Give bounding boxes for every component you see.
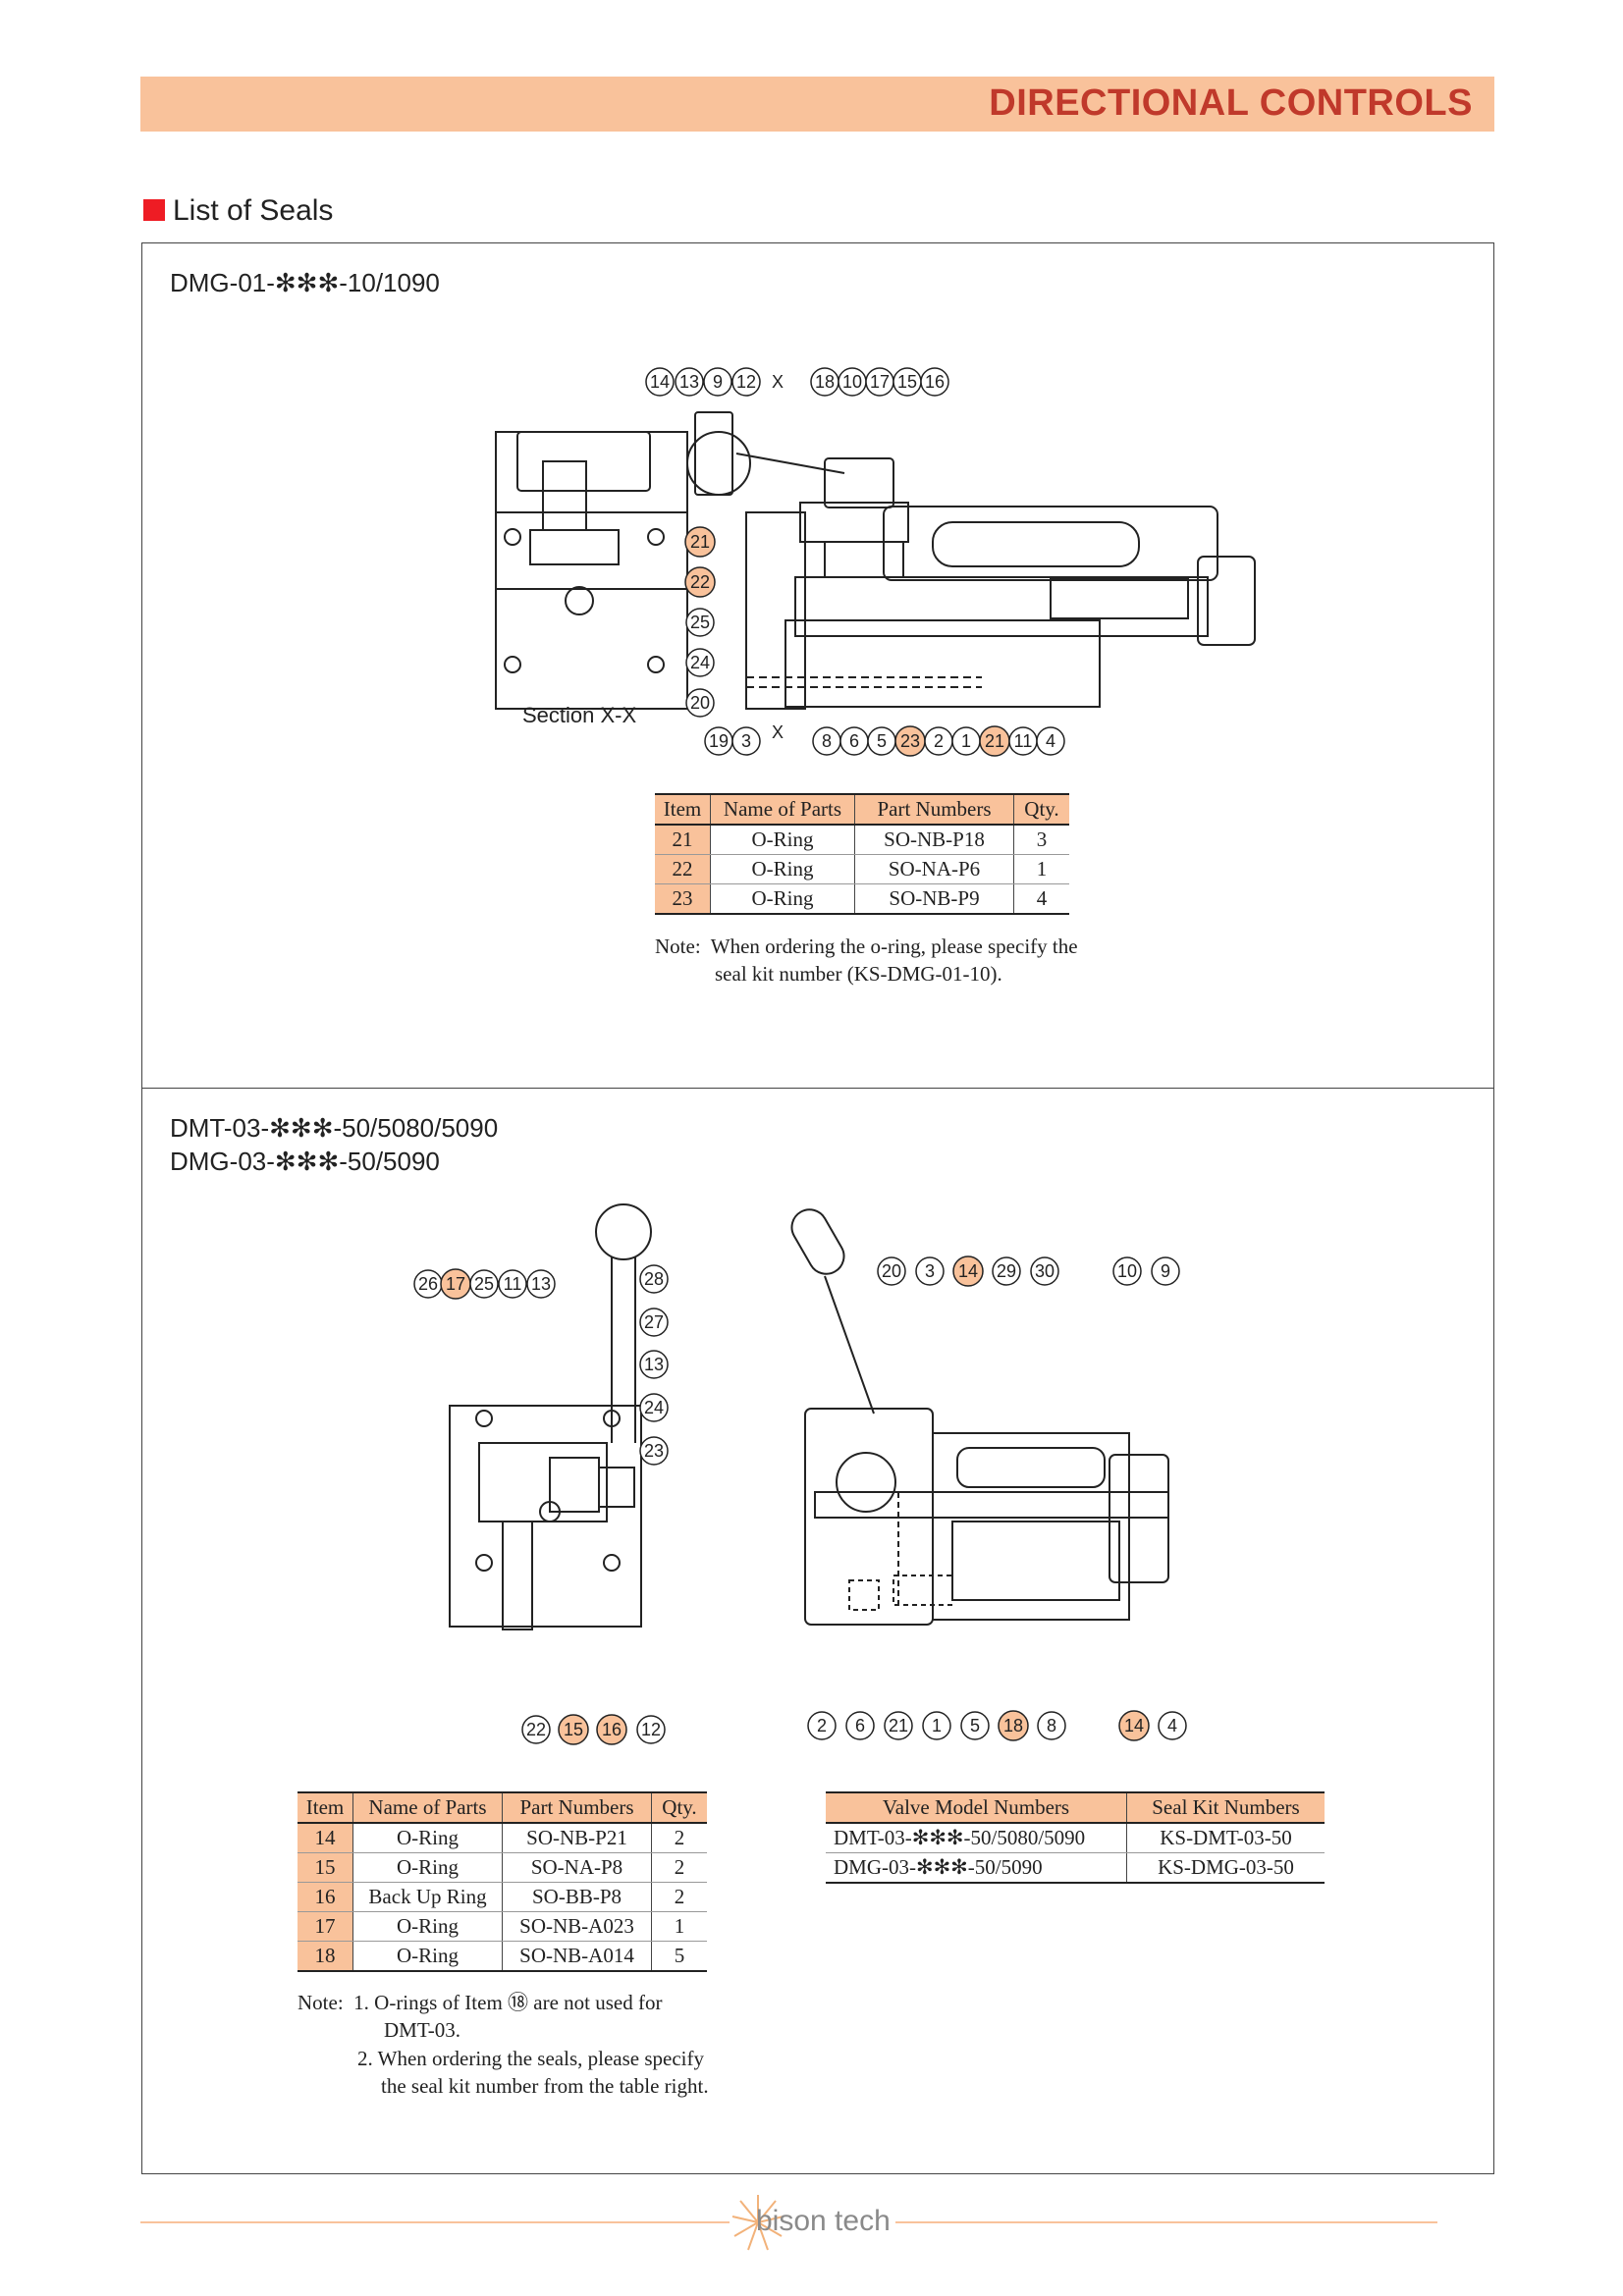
callout-26: 26: [418, 1274, 438, 1294]
callout-6: 6: [849, 731, 859, 751]
callout-11: 11: [504, 1274, 522, 1294]
table-row: DMG-03-✻✻✻-50/5090 KS-DMG-03-50: [826, 1852, 1325, 1884]
callout-16: 16: [602, 1720, 622, 1739]
callout-23: 23: [644, 1441, 664, 1461]
bullet-square-icon: [143, 199, 165, 221]
table-row: DMT-03-✻✻✻-50/5080/5090 KS-DMT-03-50: [826, 1823, 1325, 1853]
callout-28: 28: [644, 1269, 664, 1289]
table-row: 23 O-Ring SO-NB-P9 4: [655, 883, 1069, 915]
callout-12: 12: [736, 372, 756, 392]
col-valve-model: Valve Model Numbers: [826, 1791, 1127, 1824]
col-item: Item: [655, 793, 711, 826]
callout-13: 13: [531, 1274, 551, 1294]
callout-29: 29: [997, 1261, 1016, 1281]
sunburst-icon: [731, 2195, 784, 2251]
callout-30: 30: [1035, 1261, 1055, 1281]
callout-23: 23: [900, 731, 920, 751]
callout-18: 18: [815, 372, 835, 392]
callout-9: 9: [1161, 1261, 1170, 1281]
callout-24: 24: [644, 1398, 664, 1417]
callout-14: 14: [650, 372, 670, 392]
callout-19: 19: [709, 731, 729, 751]
callout-13b: 13: [644, 1355, 664, 1374]
callout-14-top: 14: [958, 1261, 978, 1281]
callout-18: 18: [1003, 1716, 1023, 1735]
callout-20: 20: [882, 1261, 901, 1281]
section-xx-label: Section X-X: [522, 703, 637, 727]
model-dmg-01: DMG-01-✻✻✻-10/1090: [170, 268, 440, 297]
table-row: 17 O-Ring SO-NB-A023 1: [298, 1911, 707, 1942]
seal-table-dmg-01: Item Name of Parts Part Numbers Qty. 21 …: [655, 793, 1069, 915]
section-heading: List of Seals: [143, 194, 333, 228]
callout-17: 17: [446, 1274, 465, 1294]
callout-4: 4: [1167, 1716, 1177, 1735]
col-item: Item: [298, 1791, 353, 1824]
callout-12: 12: [641, 1720, 661, 1739]
callout-1: 1: [932, 1716, 942, 1735]
footer-rule-left: [140, 2221, 730, 2223]
table-row: 15 O-Ring SO-NA-P8 2: [298, 1852, 707, 1883]
callout-10: 10: [842, 372, 862, 392]
callout-21-bottom: 21: [985, 731, 1004, 751]
dmt-dmg-03-cross-section-drawing: 26 17 25 11 13 28 27 13 24 23 22 15 16 1…: [413, 1203, 1187, 1745]
callout-1: 1: [961, 731, 971, 751]
callout-22: 22: [690, 572, 710, 592]
table-row: 14 O-Ring SO-NB-P21 2: [298, 1823, 707, 1853]
seal-table-dmt-03: Item Name of Parts Part Numbers Qty. 14 …: [298, 1791, 707, 1972]
callout-15: 15: [564, 1720, 583, 1739]
callout-2: 2: [934, 731, 944, 751]
content-frame: [141, 242, 1494, 2174]
callout-21-side: 21: [690, 532, 710, 552]
callout-16: 16: [925, 372, 945, 392]
callout-25: 25: [690, 613, 710, 632]
col-seal-kit: Seal Kit Numbers: [1126, 1791, 1325, 1824]
callout-25: 25: [474, 1274, 494, 1294]
section-divider: [141, 1088, 1494, 1089]
callout-8: 8: [822, 731, 832, 751]
col-name: Name of Parts: [710, 793, 855, 826]
callout-21: 21: [889, 1716, 908, 1735]
callout-8: 8: [1047, 1716, 1056, 1735]
callout-14-bottom: 14: [1124, 1716, 1144, 1735]
callout-20: 20: [690, 693, 710, 713]
callout-3: 3: [741, 731, 751, 751]
seal-kit-table: Valve Model Numbers Seal Kit Numbers DMT…: [826, 1791, 1325, 1884]
col-qty: Qty.: [1013, 793, 1069, 826]
callout-10: 10: [1117, 1261, 1137, 1281]
callout-5: 5: [877, 731, 887, 751]
callout-15: 15: [897, 372, 917, 392]
footer-rule-right: [895, 2221, 1437, 2223]
col-part: Part Numbers: [502, 1791, 652, 1824]
callout-24: 24: [690, 653, 710, 672]
section-title: List of Seals: [173, 194, 334, 227]
callout-27: 27: [644, 1312, 664, 1332]
callout-3: 3: [925, 1261, 935, 1281]
callout-13: 13: [679, 372, 699, 392]
callout-6: 6: [855, 1716, 865, 1735]
bisontech-logo: bison tech: [729, 2191, 895, 2254]
logo-text: bison tech: [756, 2205, 891, 2237]
callout-4: 4: [1046, 731, 1055, 751]
dmg-01-cross-section-drawing: 14 13 9 12 X 18 10 17 15 16 21 22 25 24 …: [495, 367, 1256, 757]
col-part: Part Numbers: [854, 793, 1014, 826]
table-row: 21 O-Ring SO-NB-P18 3: [655, 825, 1069, 855]
note-dmt-03: Note: 1. O-rings of Item ⑱ are not used …: [298, 1991, 709, 2099]
callout-17: 17: [870, 372, 890, 392]
col-qty: Qty.: [651, 1791, 707, 1824]
table-row: 16 Back Up Ring SO-BB-P8 2: [298, 1882, 707, 1912]
callout-2: 2: [817, 1716, 827, 1735]
table-row: 18 O-Ring SO-NB-A014 5: [298, 1941, 707, 1972]
header-banner: DIRECTIONAL CONTROLS: [140, 77, 1494, 132]
table-row: 22 O-Ring SO-NA-P6 1: [655, 854, 1069, 884]
callout-11: 11: [1014, 731, 1033, 751]
model-dmt-dmg-03: DMT-03-✻✻✻-50/5080/5090 DMG-03-✻✻✻-50/50…: [170, 1113, 499, 1176]
callout-22: 22: [526, 1720, 546, 1739]
callout-5: 5: [970, 1716, 980, 1735]
callout-9: 9: [713, 372, 723, 392]
col-name: Name of Parts: [352, 1791, 503, 1824]
callout-x-top: X: [772, 372, 784, 392]
callout-x-bottom: X: [772, 722, 784, 742]
note-dmg-01: Note: When ordering the o-ring, please s…: [655, 934, 1078, 987]
page-title: DIRECTIONAL CONTROLS: [989, 82, 1473, 124]
